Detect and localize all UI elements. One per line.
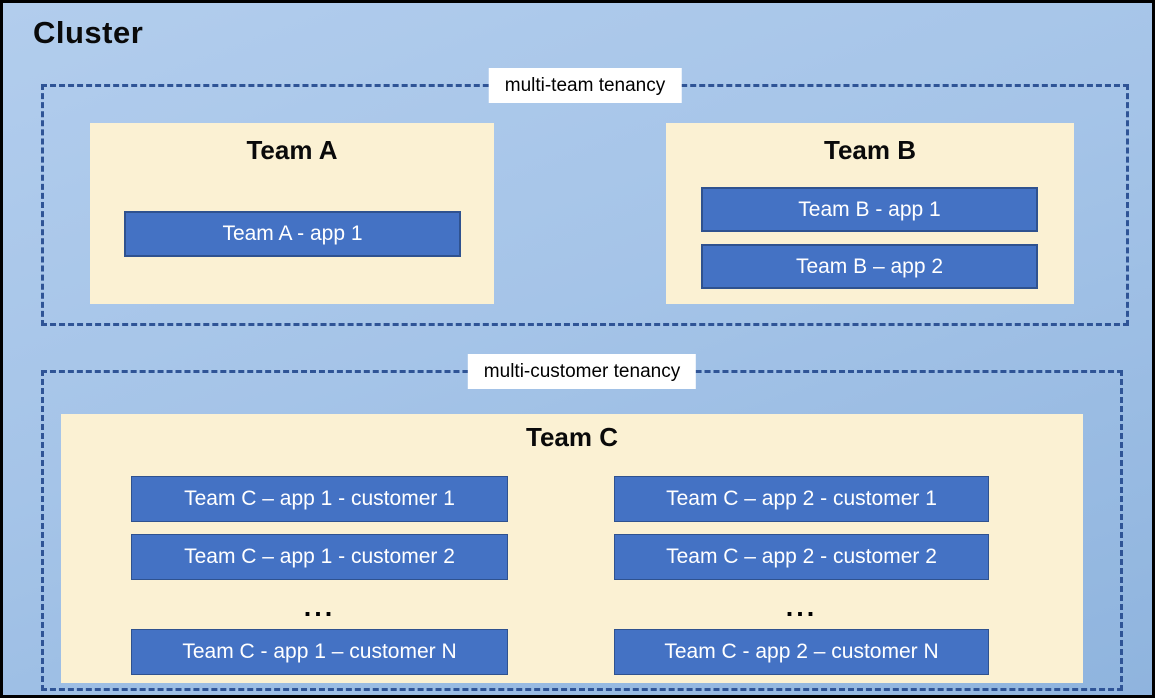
team-c-app-1-column: Team C – app 1 - customer 1 Team C – app…: [131, 476, 508, 675]
team-c-app-1-ellipsis: ...: [303, 592, 336, 622]
multi-team-tenancy-box: multi-team tenancy Team A Team A - app 1…: [41, 68, 1129, 326]
team-c-app-1-customer-2-box: Team C – app 1 - customer 2: [131, 534, 508, 580]
multi-customer-tenancy-box: multi-customer tenancy Team C Team C – a…: [41, 354, 1123, 691]
team-c-app-1-customer-1-box: Team C – app 1 - customer 1: [131, 476, 508, 522]
team-a-title: Team A: [246, 135, 338, 165]
cluster-title: Cluster: [33, 15, 144, 50]
team-b-title: Team B: [824, 135, 916, 165]
team-a-app-1-box: Team A - app 1: [124, 211, 461, 257]
multi-customer-tenancy-label: multi-customer tenancy: [467, 354, 697, 389]
team-b-app-2-box: Team B – app 2: [701, 244, 1038, 289]
multi-team-tenancy-label: multi-team tenancy: [488, 68, 682, 103]
team-c-app-2-ellipsis: ...: [785, 592, 818, 622]
team-c-app-1-customer-n-box: Team C - app 1 – customer N: [131, 629, 508, 675]
team-c-app-2-customer-2-box: Team C – app 2 - customer 2: [614, 534, 989, 580]
team-c-app-2-customer-1-box: Team C – app 2 - customer 1: [614, 476, 989, 522]
team-c-box: Team C Team C – app 1 - customer 1 Team …: [61, 414, 1083, 683]
team-c-app-2-column: Team C – app 2 - customer 1 Team C – app…: [614, 476, 989, 675]
team-c-app-2-customer-n-box: Team C - app 2 – customer N: [614, 629, 989, 675]
team-b-box: Team B Team B - app 1 Team B – app 2: [666, 123, 1074, 304]
team-c-title: Team C: [526, 422, 618, 452]
team-b-app-1-box: Team B - app 1: [701, 187, 1038, 232]
team-a-box: Team A Team A - app 1: [90, 123, 494, 304]
